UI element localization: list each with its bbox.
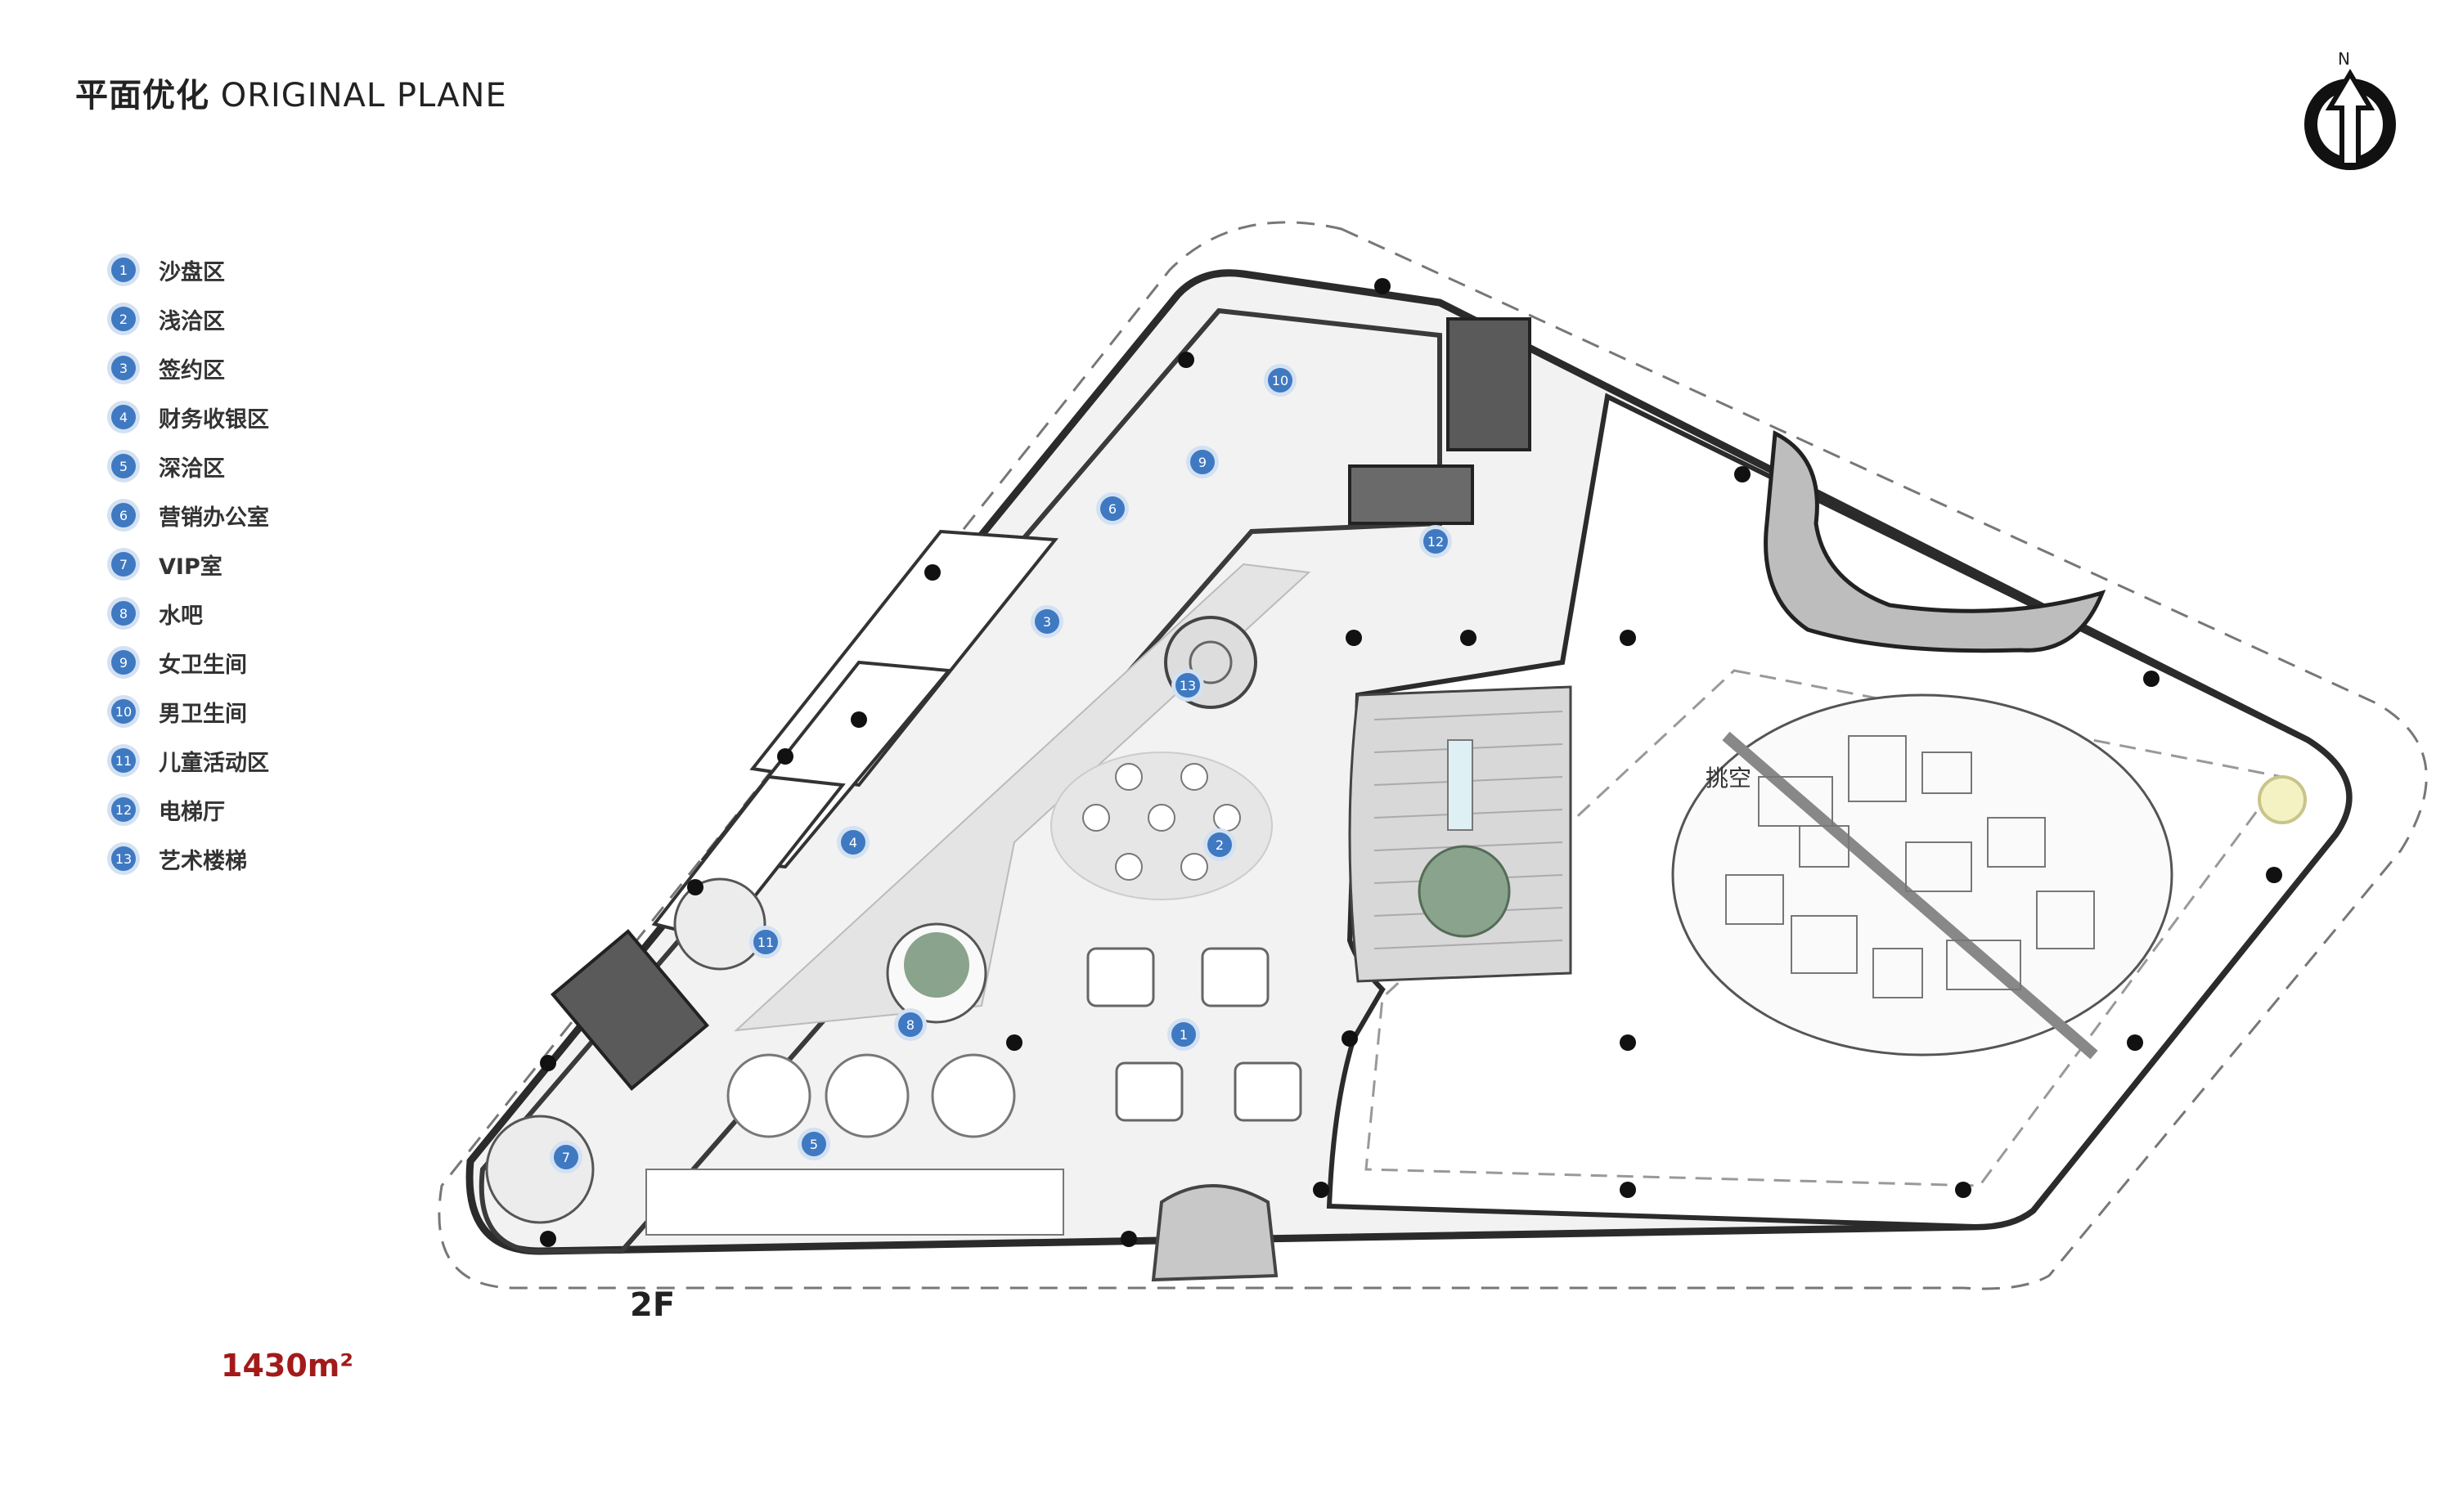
legend-marker: 10 [111,699,136,724]
entrance-bay [1151,1184,1279,1282]
legend-label: 男卫生间 [159,701,247,727]
curved-sculpture [1764,430,2106,653]
legend-item: 6 营销办公室 [111,491,269,540]
legend-marker: 4 [111,405,136,429]
vip-room [485,1115,595,1224]
legend-label: 艺术楼梯 [159,848,247,874]
stair-core [1446,317,1531,451]
legend-marker: 12 [111,797,136,822]
negotiation-pods [726,1053,1016,1138]
legend-label: 深洽区 [159,455,225,482]
legend-label: 水吧 [159,603,203,629]
legend-marker: 1 [111,258,136,282]
atrium-seating [1348,685,1572,983]
legend-label: VIP室 [159,554,222,580]
legend-marker: 7 [111,552,136,577]
north-compass-icon [2304,69,2396,170]
legend-item: 12 电梯厅 [111,785,269,834]
title-cn: 平面优化 [75,77,209,114]
legend-item: 1 沙盘区 [111,245,269,294]
void-dashed-outline [1364,669,2285,1187]
city-model [1671,693,2173,1057]
legend-item: 7 VIP室 [111,540,269,589]
sand-table-models [1086,947,1302,1122]
legend-label: 签约区 [159,357,225,384]
spiral-stair-icon [1164,616,1257,709]
legend-label: 儿童活动区 [159,750,269,776]
legend-label: 电梯厅 [159,799,225,825]
legend-marker: 2 [111,307,136,331]
legend-item: 13 艺术楼梯 [111,834,269,883]
kids-area [673,877,766,971]
legend-marker: 6 [111,503,136,527]
tree-icon [904,932,969,998]
legend-item: 9 女卫生间 [111,638,269,687]
legend-item: 3 签约区 [111,343,269,393]
legend-item: 5 深洽区 [111,442,269,491]
legend-item: 4 财务收银区 [111,393,269,442]
legend-marker: 9 [111,650,136,675]
elevator-core [1348,464,1474,525]
legend-label: 营销办公室 [159,505,269,531]
area-label: 1430m² [221,1348,354,1384]
floor-label: 2F [630,1286,676,1324]
tree-icon [1418,845,1511,938]
page-title: 平面优化 ORIGINAL PLANE [75,69,507,116]
pendant-light-icon [2258,775,2307,824]
legend-item: 11 儿童活动区 [111,736,269,785]
legend-label: 财务收银区 [159,406,269,433]
legend-label: 女卫生间 [159,652,247,678]
site-boundary [438,221,2428,1290]
title-en: ORIGINAL PLANE [220,77,507,114]
legend-label: 浅洽区 [159,308,225,334]
legend-marker: 5 [111,454,136,478]
corridor-paving [734,563,1311,1032]
legend-marker: 11 [111,748,136,773]
legend-item: 10 男卫生间 [111,687,269,736]
columns [540,278,2282,1247]
legend-item: 2 浅洽区 [111,294,269,343]
legend-item: 8 水吧 [111,589,269,638]
legend-marker: 8 [111,601,136,626]
void-label: 挑空 [1706,765,1752,792]
legend-label: 沙盘区 [159,259,225,285]
dining-row [645,1169,1064,1236]
compass-north-label: N [2338,49,2350,69]
legend-marker: 3 [111,356,136,380]
legend-marker: 13 [111,846,136,871]
